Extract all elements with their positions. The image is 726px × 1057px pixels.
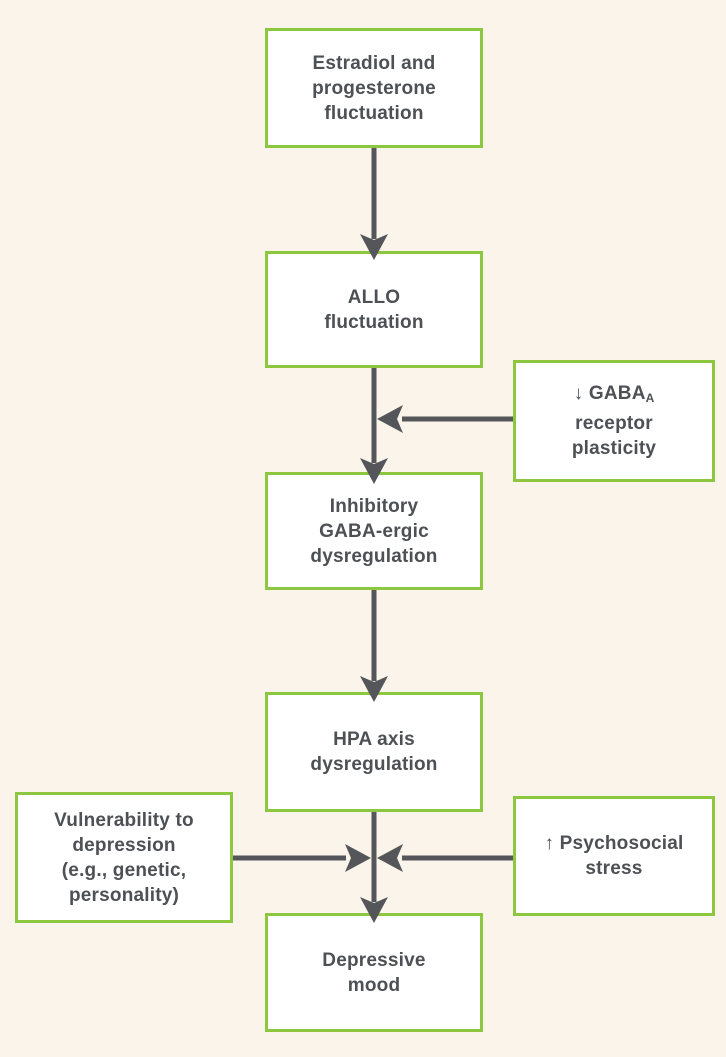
arrow-hpa-to-depressive [360,812,388,923]
arrow-gaba-to-pathway [377,405,513,433]
arrow-estradiol-to-allo [360,148,388,260]
arrow-vulnerability-to-pathway [233,844,371,872]
node-label-line: mood [347,974,401,996]
arrow-psychosocial-to-pathway [377,844,513,872]
node-label-line: plasticity [571,438,657,459]
node-label-line: HPA axis [333,729,415,750]
gaba-subscript: A [645,391,655,405]
node-gaba-receptor-plasticity: ↓ GABAA receptor plasticity [513,360,715,482]
node-label-line: personality) [68,884,180,906]
node-label-line: GABA-ergic [319,520,429,542]
node-label-line: fluctuation [324,311,424,333]
node-label-line: ↓ GABAA [574,381,655,411]
node-label-line: Vulnerability to [54,809,194,831]
node-label-line: ALLO [347,286,401,308]
node-depressive-mood: Depressive mood [265,913,483,1032]
node-psychosocial-stress: ↑ Psychosocial stress [513,796,715,916]
node-label-line: progesterone [312,77,436,99]
node-estradiol-progesterone-fluctuation: Estradiol and progesterone fluctuation [265,28,483,148]
node-label-line: dysregulation [310,545,438,567]
node-label-line: (e.g., genetic, [61,859,187,881]
node-label-line: dysregulation [310,754,438,775]
node-vulnerability-to-depression: Vulnerability to depression (e.g., genet… [15,792,233,923]
node-label-line: receptor [575,413,653,434]
node-label-line: depression [72,834,176,856]
node-label-line: ↑ Psychosocial [544,833,684,854]
node-inhibitory-gaba-ergic-dysregulation: Inhibitory GABA-ergic dysregulation [265,472,483,590]
node-label-line: fluctuation [324,102,424,124]
node-label-line: Inhibitory [329,495,419,517]
down-arrow-gaba-text: ↓ GABA [573,383,646,404]
node-hpa-axis-dysregulation: HPA axis dysregulation [265,692,483,812]
node-label-line: Depressive [322,949,426,971]
node-label-line: stress [585,858,643,879]
arrow-allo-to-inhibitory [360,368,388,484]
node-label-line: Estradiol and [312,52,436,74]
node-allo-fluctuation: ALLO fluctuation [265,251,483,368]
arrow-inhibitory-to-hpa [360,590,388,702]
